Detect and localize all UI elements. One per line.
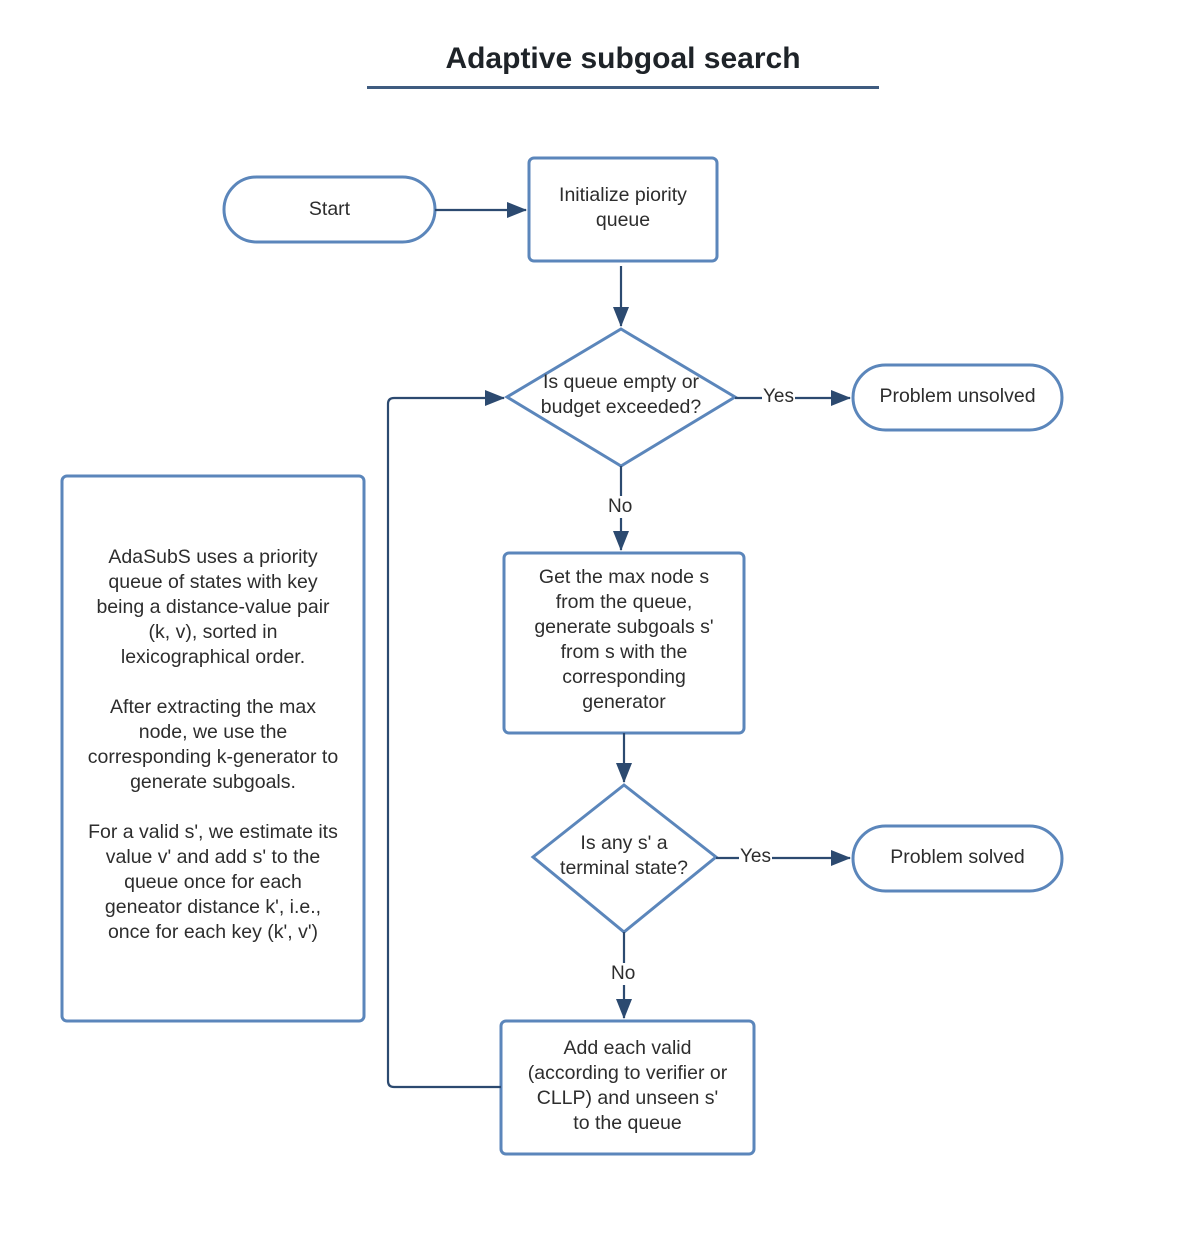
check-terminal-label: Is any s' a terminal state? — [560, 832, 688, 879]
start-label: Start — [308, 198, 351, 220]
expand-label: Get the max node s from the queue, gener… — [534, 566, 714, 713]
init-queue-box — [527, 156, 719, 263]
edge-add-valid-loop-back — [386, 390, 505, 1089]
solved-label: Problem solved — [890, 846, 1025, 868]
add-valid-label: Add each valid (according to verifier or… — [527, 1037, 728, 1134]
unsolved-terminator — [851, 363, 1064, 432]
solved-terminator — [851, 824, 1064, 893]
unsolved-label: Problem unsolved — [879, 385, 1036, 407]
title-underline — [367, 86, 879, 89]
note-text: AdaSubS uses a priority queue of states … — [87, 546, 339, 943]
note-box — [60, 474, 366, 1023]
edge-label-yes-unsolved: Yes — [762, 386, 795, 408]
init-queue-label: Initialize piority queue — [559, 184, 687, 231]
edge-label-yes-solved: Yes — [739, 846, 772, 868]
edge-label-no-add-valid: No — [610, 963, 637, 985]
diagram-title: Adaptive subgoal search — [445, 42, 801, 75]
check-empty-label: Is queue empty or budget exceeded? — [540, 371, 702, 418]
edge-label-no-expand: No — [607, 496, 634, 518]
